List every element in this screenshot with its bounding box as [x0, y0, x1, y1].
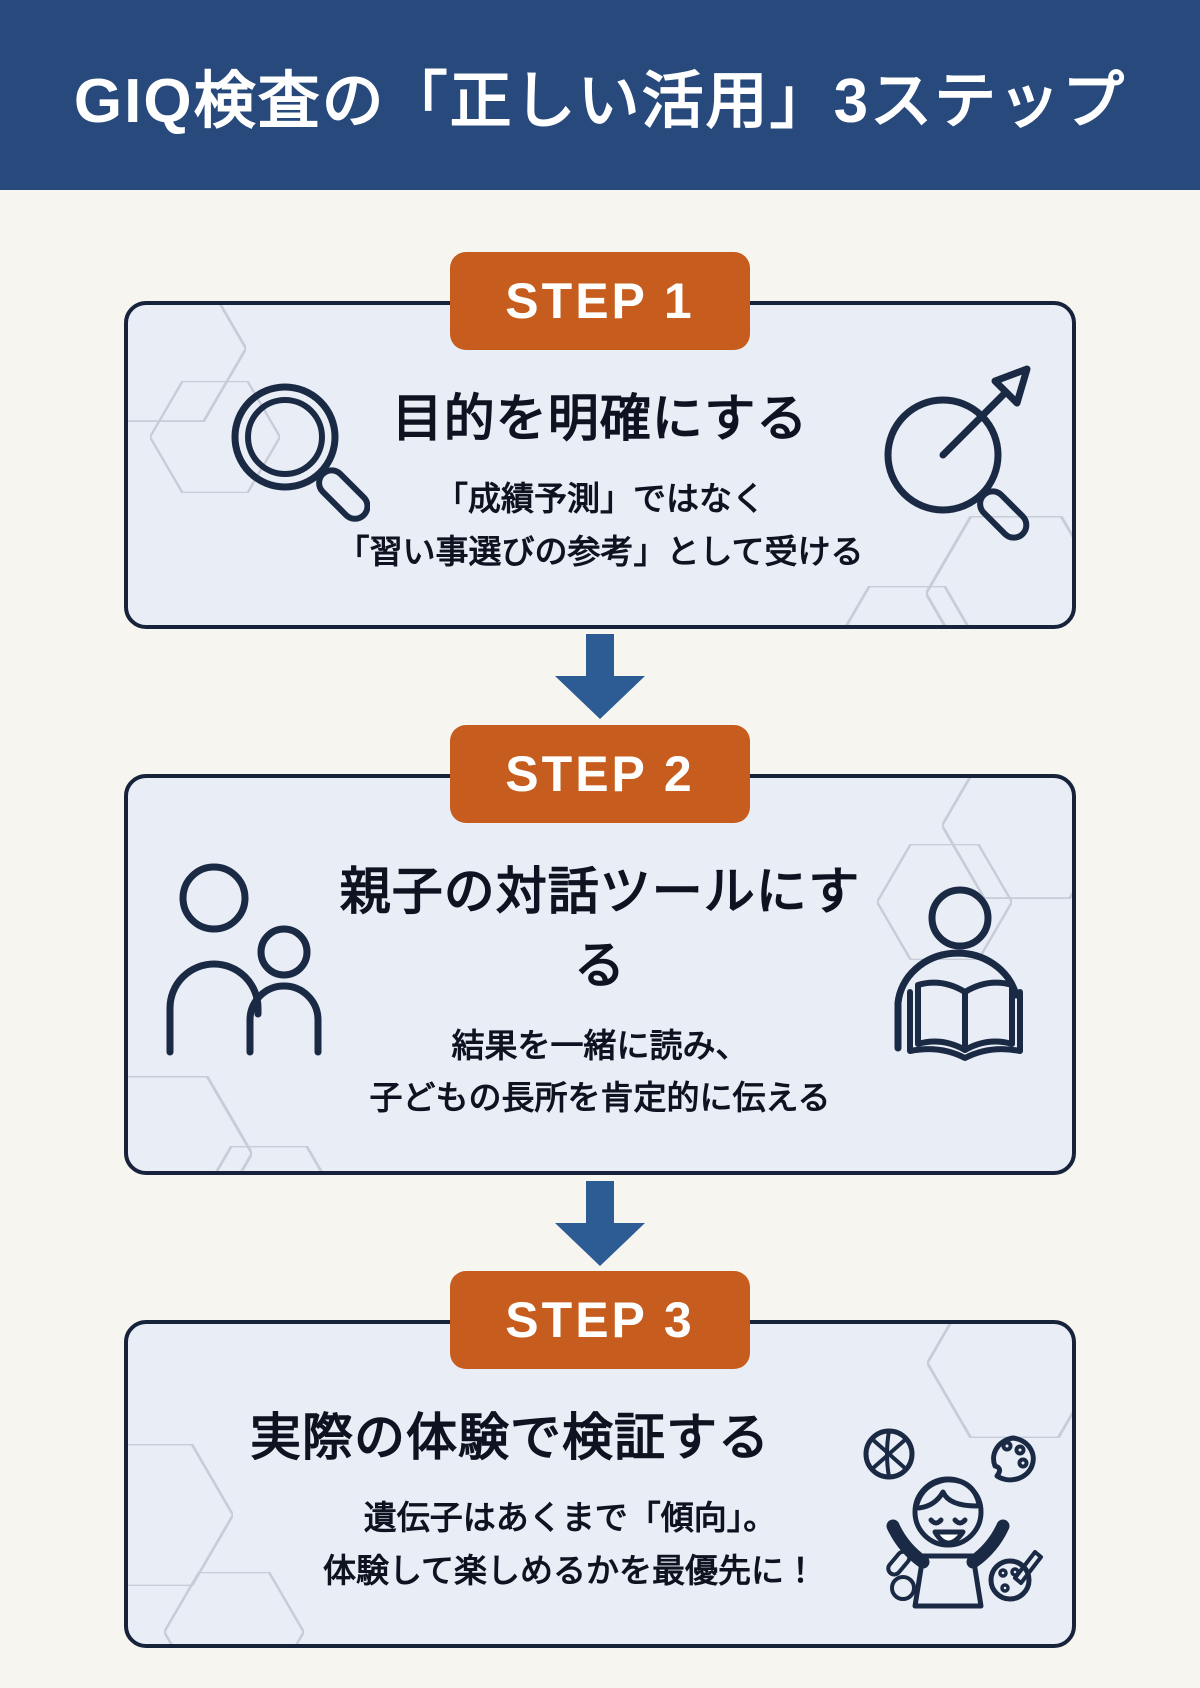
- step-1-description: 「成績予測」ではなく「習い事選びの参考」として受ける: [336, 480, 864, 570]
- flow-arrow: [124, 1175, 1076, 1271]
- hexagon-decoration: [877, 843, 1012, 960]
- happy-child-activities-icon: [845, 1420, 1050, 1610]
- step-1-section: STEP 1: [124, 252, 1076, 629]
- header-band: GIQ検査の「正しい活用」3ステップ: [0, 0, 1200, 190]
- down-arrow-icon: [555, 1180, 645, 1266]
- step-1-text: 目的を明確にする 「成績予測」ではなく「習い事選びの参考」として受ける: [174, 377, 1026, 579]
- step-2-card: 親子の対話ツールにする 結果を一緒に読み、子どもの長所を肯定的に伝える: [124, 773, 1076, 1176]
- step-1-card: 目的を明確にする 「成績予測」ではなく「習い事選びの参考」として受ける: [124, 301, 1076, 629]
- parent-child-icon: [156, 856, 346, 1056]
- hexagon-decoration: [128, 304, 246, 422]
- step-3-text: 実際の体験で検証する 遺伝子はあくまで「傾向」。体験して楽しめるかを最優先に！: [174, 1396, 1026, 1598]
- step-3-card: 実際の体験で検証する 遺伝子はあくまで「傾向」。体験して楽しめるかを最優先に！: [124, 1320, 1076, 1648]
- step-3-section: STEP 3: [124, 1271, 1076, 1648]
- step-1-heading: 目的を明確にする: [391, 390, 809, 447]
- hexagon-decoration: [926, 515, 1072, 625]
- goal-arrow-magnifier-icon: [871, 357, 1046, 542]
- flow-arrow: [124, 629, 1076, 725]
- person-reading-book-icon: [880, 880, 1050, 1080]
- step-2-section: STEP 2: [124, 724, 1076, 1176]
- step-3-description: 遺伝子はあくまで「傾向」。体験して楽しめるかを最優先に！: [322, 1499, 817, 1589]
- step-2-text: 親子の対話ツールにする 結果を一緒に読み、子どもの長所を肯定的に伝える: [174, 850, 1026, 1126]
- step-3-heading: 実際の体験で検証する: [249, 1409, 770, 1467]
- hexagon-decoration: [832, 585, 982, 625]
- step-2-description: 結果を一緒に読み、子どもの長所を肯定的に伝える: [369, 1026, 831, 1117]
- step-3-badge: STEP 3: [450, 1271, 750, 1370]
- hexagon-decoration: [194, 1146, 344, 1172]
- magnifier-icon: [220, 375, 370, 535]
- hexagon-decoration: [942, 777, 1072, 899]
- hexagon-decoration: [128, 1076, 252, 1172]
- step-2-badge: STEP 2: [450, 724, 750, 823]
- steps-column: STEP 1: [124, 190, 1076, 1648]
- page-title: GIQ検査の「正しい活用」3ステップ: [73, 67, 1127, 136]
- hexagon-decoration: [927, 1324, 1072, 1439]
- step-1-badge: STEP 1: [450, 252, 750, 350]
- down-arrow-icon: [555, 634, 645, 720]
- step-2-heading: 親子の対話ツールにする: [339, 862, 861, 994]
- hexagon-decoration: [150, 381, 280, 493]
